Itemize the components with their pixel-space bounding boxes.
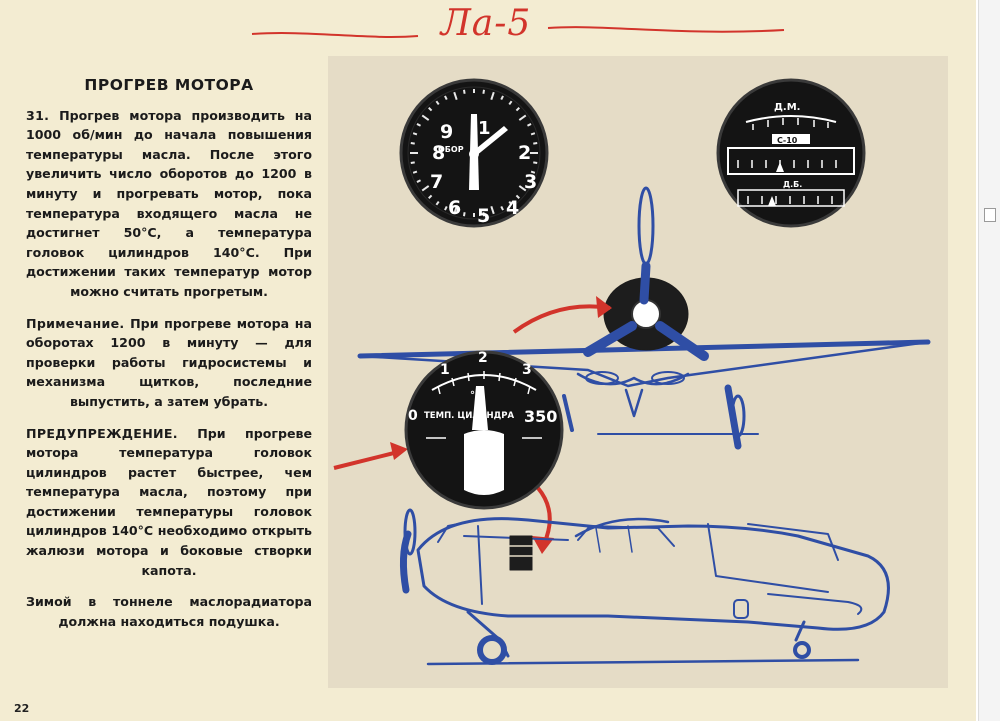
warning-lead: ПРЕДУПРЕЖДЕНИЕ. — [26, 425, 178, 441]
tach-tick — [533, 161, 538, 164]
tach-tick — [518, 185, 527, 192]
tach-tick — [412, 170, 418, 174]
cyl-min-label: 0 — [408, 408, 418, 424]
warning-text: При прогреве мотора температура головок … — [26, 425, 313, 578]
vertical-scrollbar[interactable] — [978, 0, 1000, 721]
cyl-scale-1: 1 — [440, 362, 450, 378]
cyl-scale-3: 3 — [522, 362, 532, 378]
oil-gauge-lower-label: Д.Б. — [783, 180, 802, 189]
tach-num-5: 5 — [477, 205, 490, 227]
oil-pressure-gauge: Д.М. С-10 Д.Б. — [716, 78, 866, 228]
tach-tick — [463, 212, 466, 217]
arrow-to-cylinder-gauge — [333, 442, 408, 470]
header-decoration — [251, 26, 785, 38]
cylinder-temp-gauge: 1 2 3 °С 0 ТЕМП. ЦИЛИНДРА 350 — [404, 350, 564, 510]
tach-tick — [453, 91, 458, 101]
tach-num-4: 4 — [506, 197, 519, 219]
tach-tick — [463, 89, 466, 94]
tach-needle-short — [472, 126, 508, 156]
tach-tick — [482, 212, 485, 217]
tach-num-9: 9 — [440, 121, 453, 143]
cyl-needle-cover — [464, 430, 504, 495]
aircraft-side-view — [399, 508, 890, 666]
warning-paragraph: ПРЕДУПРЕЖДЕНИЕ. При прогреве мотора темп… — [26, 424, 312, 581]
tach-tick — [490, 205, 495, 215]
illustration-panel: 9 1 2 8 7 3 6 5 4 ОБОР Д.М. — [328, 56, 948, 688]
tach-tick — [533, 142, 538, 145]
tach-tick — [444, 95, 448, 100]
note-lead: Примечание. — [26, 315, 125, 331]
tach-tick — [410, 142, 415, 145]
tach-tick — [515, 107, 520, 112]
tach-tick — [410, 161, 415, 164]
winter-note-paragraph: Зимой в тоннеле маслорадиатора должна на… — [26, 592, 312, 631]
tach-tick — [428, 107, 433, 112]
tach-tick — [530, 132, 536, 136]
tach-tick — [412, 132, 418, 136]
tach-num-2: 2 — [518, 142, 531, 164]
text-column: ПРОГРЕВ МОТОРА 31. Прогрев мотора произв… — [26, 68, 312, 631]
tachometer-gauge: 9 1 2 8 7 3 6 5 4 ОБОР — [399, 78, 549, 228]
paragraph-number: 31. — [26, 107, 50, 123]
tach-tick — [508, 200, 513, 206]
tach-tick — [490, 91, 495, 101]
tach-tick — [527, 123, 532, 127]
tach-num-7: 7 — [430, 171, 443, 193]
tach-tick — [518, 114, 527, 121]
tach-tick — [508, 100, 513, 106]
oil-gauge-mid-label: С-10 — [777, 136, 798, 145]
arrow-to-engine — [512, 296, 612, 334]
tach-tick — [453, 205, 458, 215]
tach-tick — [482, 89, 485, 94]
section-title: ПРОГРЕВ МОТОРА — [84, 76, 254, 94]
cyl-needle — [472, 386, 488, 430]
tach-tick — [416, 123, 421, 127]
cyl-max-label: 350 — [524, 407, 557, 426]
tach-tick — [435, 200, 440, 206]
oil-gauge-top-label: Д.М. — [774, 102, 800, 113]
tach-num-8: 8 — [432, 142, 445, 164]
paragraph-31: 31. Прогрев мотора производить на 1000 о… — [26, 106, 312, 302]
tach-tick — [421, 185, 430, 192]
tach-num-6: 6 — [448, 197, 461, 219]
tach-tick — [421, 114, 430, 121]
note-paragraph: Примечание. При прогреве мотора на оборо… — [26, 314, 312, 412]
note-text: При прогреве мотора на оборотах 1200 в м… — [26, 315, 312, 409]
page-number: 22 — [14, 702, 30, 715]
tach-tick — [527, 179, 532, 183]
tach-tick — [435, 100, 440, 106]
tach-tick — [515, 194, 520, 199]
tach-num-1: 1 — [478, 118, 491, 139]
cyl-caption: ТЕМП. ЦИЛИНДРА — [424, 411, 514, 421]
tach-label: ОБОР — [438, 145, 464, 154]
paragraph-text: Прогрев мотора производить на 1000 об/ми… — [26, 107, 313, 299]
tach-tick — [444, 206, 448, 211]
tach-num-3: 3 — [524, 171, 537, 193]
tach-tick — [530, 170, 536, 174]
manual-page: Ла-5 ПРОГРЕВ МОТОРА 31. Прогрев мотора п… — [0, 0, 976, 721]
tach-tick — [500, 206, 504, 211]
aircraft-title: Ла-5 — [440, 3, 532, 44]
tach-tick — [428, 194, 433, 199]
tach-tick — [416, 179, 421, 183]
scrollbar-thumb[interactable] — [984, 208, 996, 222]
winter-note-text: Зимой в тоннеле маслорадиатора должна на… — [26, 594, 312, 629]
cyl-scale-2: 2 — [478, 350, 488, 366]
tach-tick — [500, 95, 504, 100]
